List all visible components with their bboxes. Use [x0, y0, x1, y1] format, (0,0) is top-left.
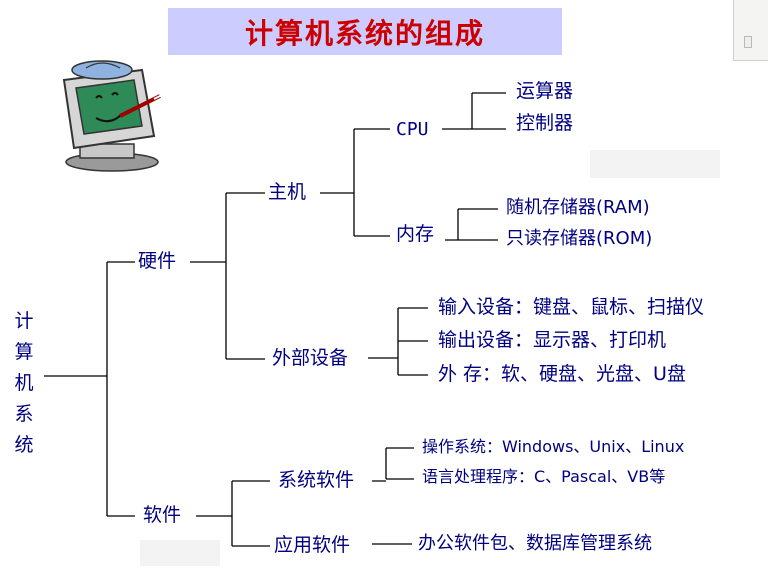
title-banner: 计算机系统的组成	[168, 8, 562, 55]
root-char: 机	[14, 372, 34, 394]
node-software: 软件	[143, 504, 182, 526]
connector-system-software	[372, 447, 414, 482]
node-memory: 内存	[396, 223, 435, 245]
connector-host	[320, 128, 390, 237]
node-system-software: 系统软件	[278, 469, 355, 491]
connector-memory	[445, 208, 498, 241]
connector-software	[196, 480, 270, 547]
computer-clipart-icon	[62, 60, 163, 172]
node-lang: 语言处理程序：C、Pascal、VB等	[422, 467, 666, 486]
node-ram: 随机存储器(RAM)	[506, 197, 650, 218]
node-peripherals: 外部设备	[272, 347, 349, 369]
root-char: 统	[14, 434, 34, 456]
connector-hardware	[190, 192, 265, 360]
node-rom: 只读存储器(ROM)	[506, 228, 653, 249]
node-host: 主机	[268, 181, 307, 203]
node-storage-devices: 外 存：软、硬盘、光盘、U盘	[438, 363, 686, 385]
node-input-devices: 输入设备：键盘、鼠标、扫描仪	[438, 296, 705, 318]
corner-thumbnail	[733, 0, 768, 61]
node-application-software: 应用软件	[274, 534, 351, 556]
node-controller: 控制器	[516, 112, 574, 134]
root-label-computer-system: 计 算 机 系 统	[12, 306, 36, 461]
node-cpu: CPU	[396, 119, 429, 140]
root-char: 计	[14, 310, 34, 332]
node-hardware: 硬件	[138, 250, 177, 272]
slide-title: 计算机系统的组成	[244, 16, 485, 50]
faint-patch	[590, 150, 720, 178]
connector-root	[44, 261, 135, 517]
root-char: 系	[14, 403, 34, 425]
node-apps: 办公软件包、数据库管理系统	[418, 533, 652, 554]
faint-patch	[140, 540, 220, 566]
node-output-devices: 输出设备：显示器、打印机	[438, 329, 667, 351]
root-char: 算	[14, 341, 34, 363]
connector-peripherals	[368, 307, 428, 376]
thumbnail-mark	[744, 36, 752, 48]
node-os: 操作系统：Windows、Unix、Linux	[422, 437, 685, 456]
node-alu: 运算器	[516, 80, 574, 102]
connector-cpu	[442, 92, 506, 130]
